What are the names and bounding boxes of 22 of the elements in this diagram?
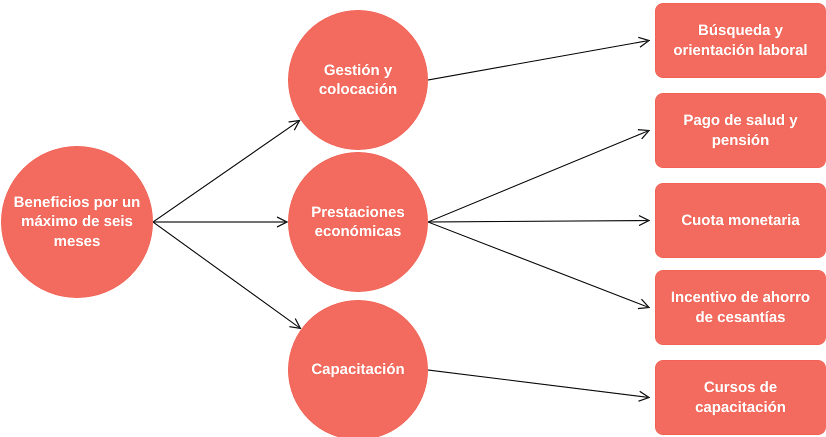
node-label: Cuota monetaria <box>681 210 800 230</box>
arrow <box>153 216 288 228</box>
arrow <box>152 222 302 330</box>
node-label: Cursos de capacitación <box>694 378 787 417</box>
arrow <box>428 221 650 310</box>
arrow <box>428 129 650 223</box>
rounded-box <box>655 183 826 258</box>
arrow <box>428 369 650 402</box>
node-label: Pago de salud y pensión <box>682 111 799 150</box>
arrow <box>428 214 650 226</box>
arrow <box>428 36 650 81</box>
rounded-box <box>655 270 826 345</box>
node-label: Beneficios por un máximo de seis meses <box>13 192 141 252</box>
arrow <box>152 120 300 222</box>
node-label: Incentivo de ahorro de cesantías <box>670 288 812 327</box>
node-label: Búsqueda y orientación laboral <box>672 21 809 60</box>
node-label: Prestaciones económicas <box>310 202 406 242</box>
rounded-box <box>655 93 826 168</box>
rounded-box <box>655 3 826 78</box>
node-label: Gestión y colocación <box>318 60 398 100</box>
node-label: Capacitación <box>311 360 405 380</box>
rounded-box <box>655 360 826 435</box>
